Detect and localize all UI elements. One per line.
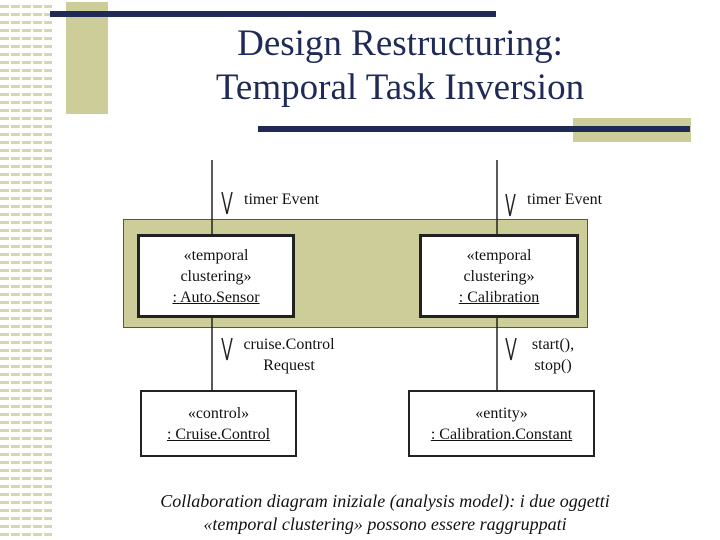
decorative-bar-mid: [258, 126, 690, 132]
slide-title-line2: Temporal Task Inversion: [215, 67, 585, 108]
calibration-constant-stereotype: «entity»: [475, 404, 528, 422]
slide-title: Design Restructuring: Temporal Task Inve…: [120, 22, 680, 110]
auto-sensor-stereotype-line2: clustering»: [180, 267, 252, 285]
cruise-control-stereotype: «control»: [187, 404, 250, 422]
calibration-constant-name: : Calibration.Constant: [430, 425, 573, 443]
diagram-caption: Collaboration diagram iniziale (analysis…: [90, 490, 680, 536]
arrow-timer-right: [505, 193, 516, 217]
message-start-line1: start(),: [531, 336, 575, 353]
arrow-cruise-request: [221, 337, 233, 361]
message-timer-event-right: timer Event: [527, 191, 603, 208]
decorative-block-top-left: [66, 2, 108, 114]
message-timer-event-left: timer Event: [244, 191, 320, 208]
slide-title-line1: Design Restructuring:: [237, 23, 563, 64]
auto-sensor-name: : Auto.Sensor: [172, 288, 260, 306]
decorative-bar-top: [50, 11, 496, 17]
message-start-stop: start(), stop(): [524, 334, 582, 376]
object-cruise-control: «control» : Cruise.Control: [140, 390, 297, 457]
calibration-name: : Calibration: [458, 288, 540, 306]
calibration-stereotype-line2: clustering»: [463, 267, 535, 285]
arrow-start-stop: [505, 337, 517, 361]
caption-line2: «temporal clustering» possono essere rag…: [203, 514, 567, 534]
auto-sensor-stereotype-line1: «temporal: [183, 246, 249, 264]
object-calibration: «temporal clustering» : Calibration: [419, 234, 579, 318]
object-auto-sensor: «temporal clustering» : Auto.Sensor: [137, 234, 295, 318]
message-cruise-line1: cruise.Control: [243, 336, 335, 353]
caption-line1: Collaboration diagram iniziale (analysis…: [160, 491, 610, 511]
arrow-timer-left: [221, 191, 233, 215]
cruise-control-name: : Cruise.Control: [166, 425, 271, 443]
object-calibration-constant: «entity» : Calibration.Constant: [408, 390, 595, 457]
message-start-line2: stop(): [534, 357, 572, 374]
message-cruise-control-request: cruise.Control Request: [236, 334, 342, 376]
calibration-stereotype-line1: «temporal: [466, 246, 532, 264]
decorative-stripes-overlay: [0, 0, 52, 540]
message-cruise-line2: Request: [263, 357, 315, 374]
